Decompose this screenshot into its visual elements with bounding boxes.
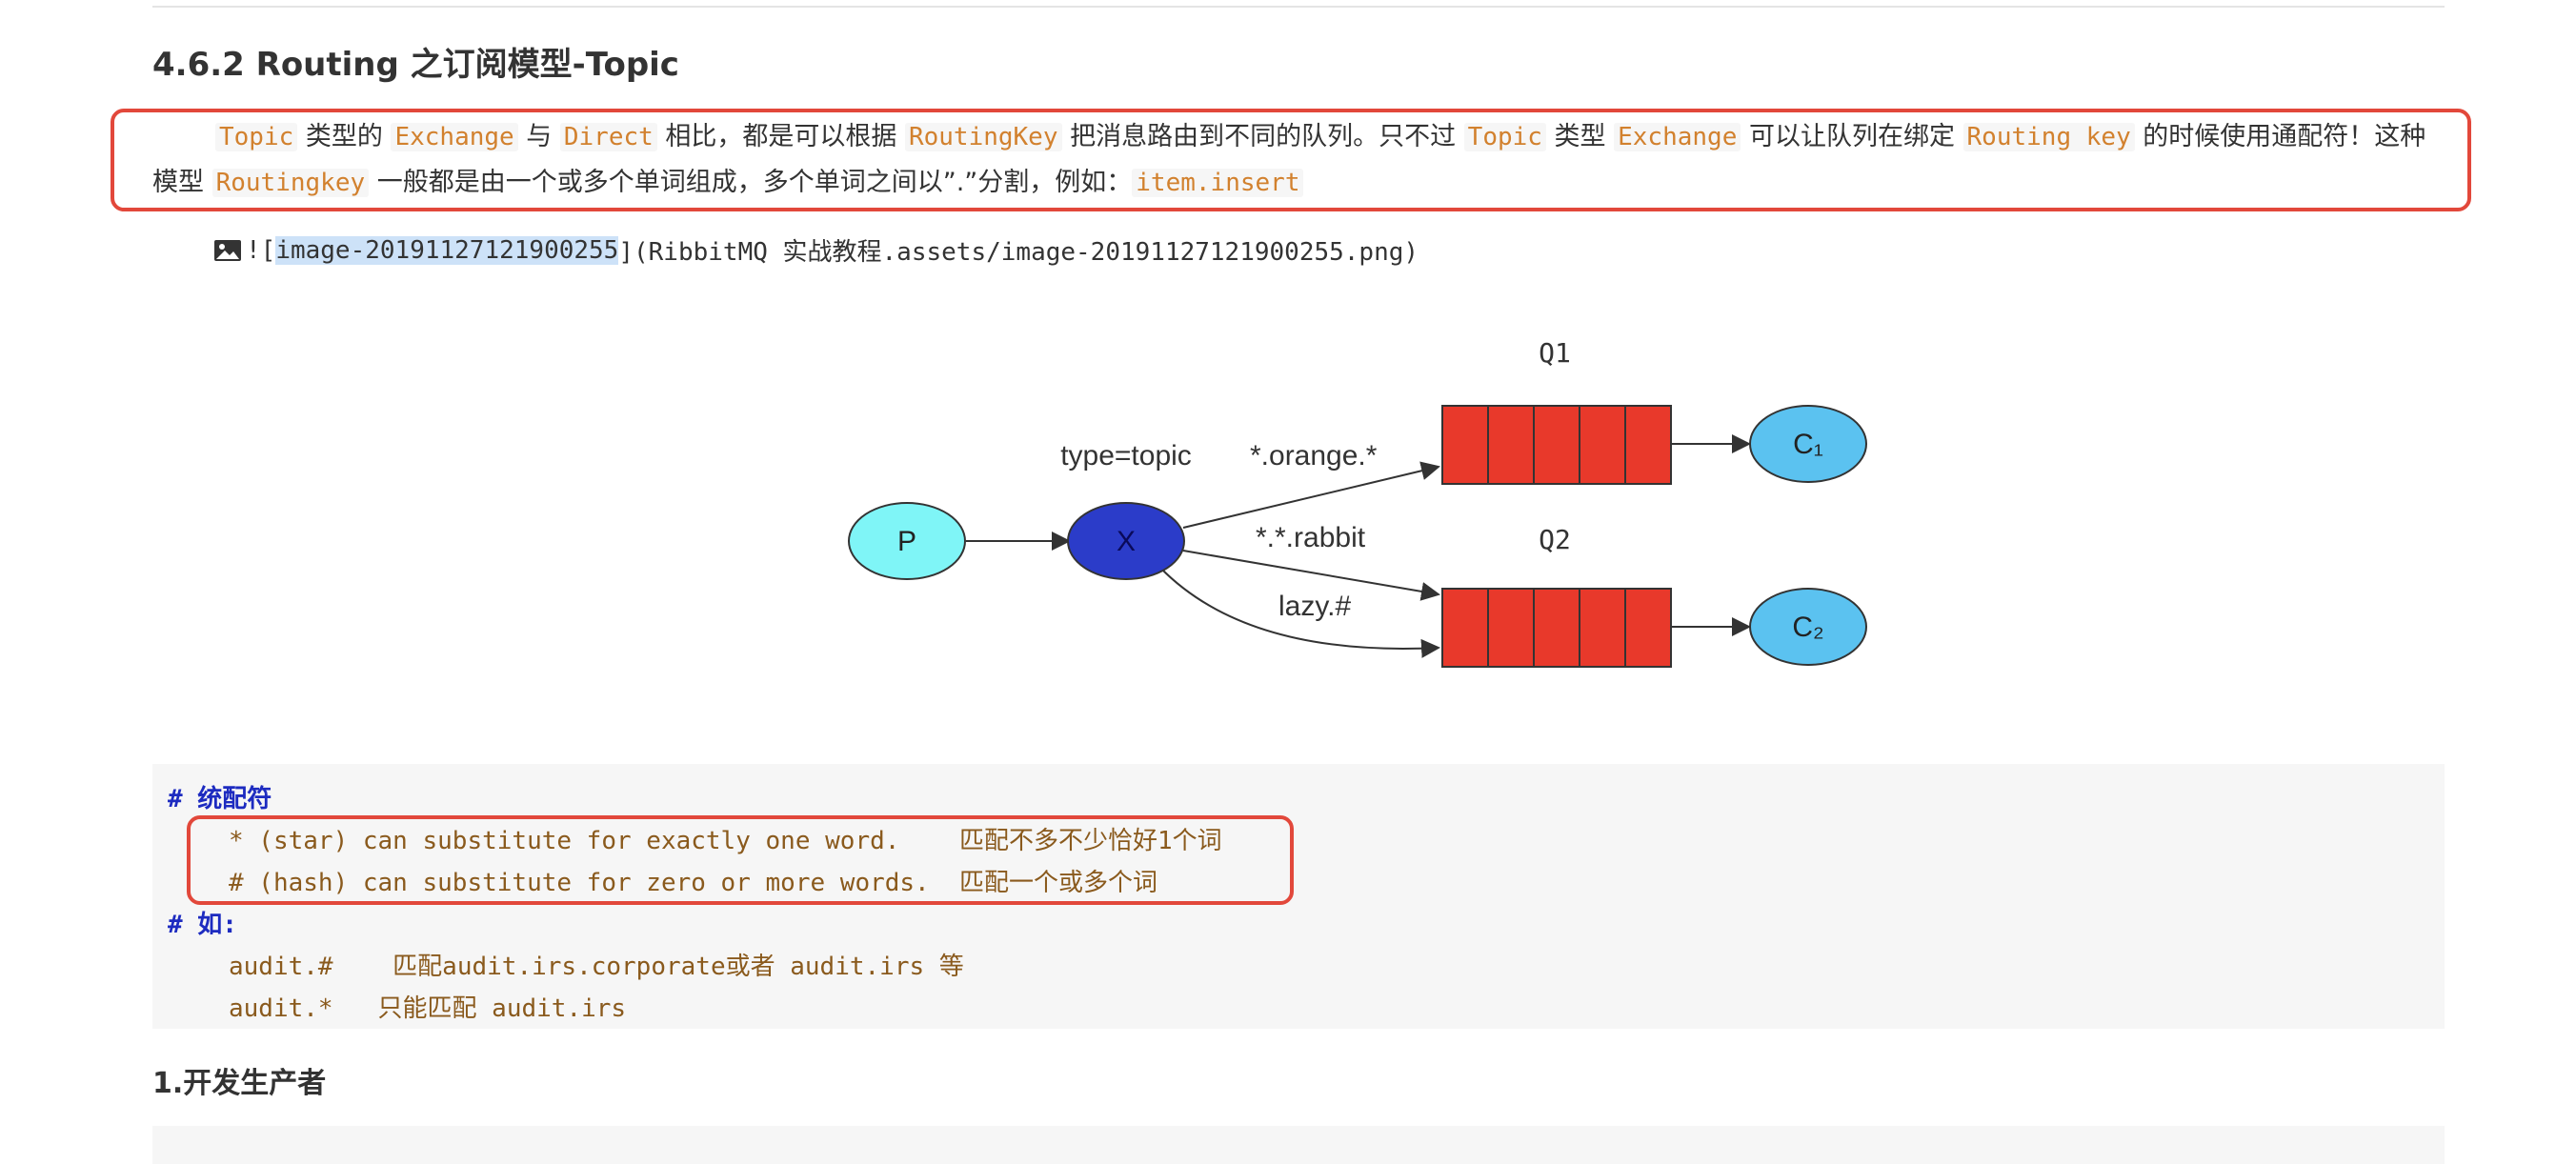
- queue2-box: [1441, 588, 1672, 668]
- top-divider: [152, 6, 2445, 8]
- inline-code: Topic: [1463, 123, 1546, 151]
- queue1-label: Q1: [1539, 337, 1571, 369]
- section-title: 4.6.2 Routing 之订阅模型-Topic: [152, 46, 679, 84]
- wildcard-code-block: # 统配符 * (star) can substitute for exactl…: [152, 764, 2445, 1029]
- exchange-type-label: type=topic: [1060, 440, 1192, 472]
- consumer2-label: C₂: [1792, 612, 1823, 643]
- consumer2-node: [1749, 588, 1867, 666]
- inline-code: RoutingKey: [904, 123, 1062, 151]
- code-line-star: * (star) can substitute for exactly one …: [229, 827, 1222, 855]
- subsection-title: 1.开发生产者: [152, 1067, 327, 1100]
- queue2-label: Q2: [1539, 524, 1571, 555]
- producer-label: P: [897, 526, 916, 557]
- inline-code: Exchange: [391, 123, 518, 151]
- topic-description-paragraph: Topic 类型的 Exchange 与 Direct 相比，都是可以根据 Ro…: [152, 122, 2426, 197]
- code-comment-heading: # 统配符: [168, 785, 272, 813]
- binding-lazy-label: lazy.#: [1278, 591, 1351, 622]
- inline-code: Exchange: [1614, 123, 1741, 151]
- inline-code: item.insert: [1132, 169, 1304, 197]
- topic-exchange-diagram: P X C₁ C₂ Q1 Q2 type=topic *.orange.* *.…: [848, 337, 1867, 668]
- queue1-box: [1441, 405, 1672, 485]
- paragraph-highlight-box: [111, 109, 2471, 211]
- consumer1-node: [1749, 405, 1867, 483]
- binding-orange-label: *.orange.*: [1250, 440, 1378, 472]
- producer-node: [848, 502, 966, 580]
- code-line-audit-hash: audit.# 匹配audit.irs.corporate或者 audit.ir…: [229, 953, 964, 981]
- exchange-label: X: [1117, 526, 1136, 557]
- code-comment-example: # 如:: [168, 911, 237, 939]
- code-line-audit-star: audit.* 只能匹配 audit.irs: [229, 994, 627, 1023]
- consumer1-label: C₁: [1793, 429, 1823, 460]
- binding-rabbit-label: *.*.rabbit: [1256, 522, 1366, 553]
- arrow-x-to-q2-rabbit: [1182, 550, 1440, 601]
- image-icon: [214, 239, 241, 261]
- wildcard-highlight-box: [187, 815, 1294, 905]
- inline-code: Routing key: [1962, 123, 2135, 151]
- code-line-hash: # (hash) can substitute for zero or more…: [229, 869, 1158, 897]
- arrow-x-to-q1: [1182, 461, 1440, 529]
- exchange-node: [1067, 502, 1185, 580]
- inline-code: Direct: [559, 123, 657, 151]
- inline-code: Routingkey: [211, 169, 370, 197]
- next-code-block: [152, 1126, 2445, 1164]
- image-markdown-source[interactable]: ![image-20191127121900255](RibbitMQ 实战教程…: [213, 232, 1419, 268]
- selected-alt-text[interactable]: image-20191127121900255: [275, 235, 619, 265]
- inline-code: Topic: [215, 123, 298, 151]
- arrow-x-to-q2-lazy: [1159, 567, 1440, 658]
